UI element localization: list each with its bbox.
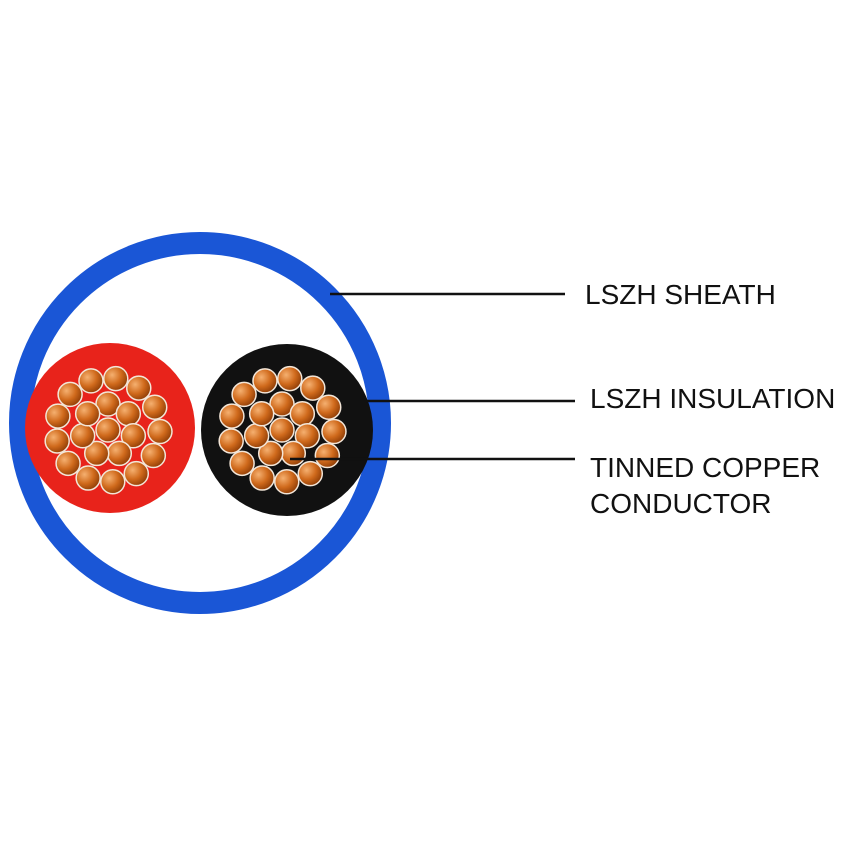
copper-strand	[123, 460, 150, 487]
black-core-strands	[218, 365, 347, 495]
conductor-label-line2: CONDUCTOR	[590, 488, 772, 519]
copper-strand	[297, 460, 324, 487]
conductor-label: TINNED COPPER CONDUCTOR	[590, 450, 820, 522]
sheath-label: LSZH SHEATH	[585, 279, 776, 310]
copper-strand	[45, 403, 71, 429]
copper-strand	[75, 465, 101, 491]
copper-strand	[55, 450, 81, 477]
copper-strand	[95, 391, 121, 417]
copper-strand	[100, 469, 126, 495]
copper-strand	[231, 381, 257, 408]
copper-strand	[252, 368, 278, 394]
copper-strand	[289, 401, 316, 427]
copper-strand	[300, 375, 326, 401]
copper-strand	[141, 394, 168, 420]
copper-strand	[248, 401, 275, 427]
copper-strand	[229, 450, 255, 477]
copper-strand	[83, 440, 110, 467]
copper-strand	[257, 440, 284, 467]
copper-strand	[57, 381, 83, 408]
copper-strand	[321, 418, 347, 445]
copper-strand	[120, 423, 147, 449]
copper-strand	[315, 394, 342, 420]
copper-strand	[78, 368, 104, 394]
copper-strand	[219, 403, 245, 429]
copper-strand	[294, 423, 321, 449]
copper-strand	[269, 391, 295, 417]
copper-strand	[274, 469, 300, 495]
copper-strand	[106, 440, 133, 467]
copper-strand	[277, 365, 303, 392]
copper-strand	[115, 401, 142, 427]
copper-strand	[69, 423, 96, 449]
insulation-label: LSZH INSULATION	[590, 383, 836, 414]
copper-strand	[74, 401, 101, 427]
copper-strand	[269, 417, 295, 443]
copper-strand	[280, 440, 307, 467]
copper-strand	[126, 375, 152, 401]
copper-strand	[249, 465, 275, 491]
copper-strand	[218, 428, 244, 454]
red-core-strands	[44, 365, 173, 495]
copper-strand	[314, 442, 341, 469]
copper-strand	[147, 418, 173, 445]
copper-strand	[44, 428, 70, 454]
copper-strand	[103, 365, 129, 392]
copper-strand	[243, 423, 270, 449]
copper-strand	[140, 442, 167, 469]
copper-strand	[95, 417, 121, 443]
conductor-label-line1: TINNED COPPER	[590, 452, 821, 483]
